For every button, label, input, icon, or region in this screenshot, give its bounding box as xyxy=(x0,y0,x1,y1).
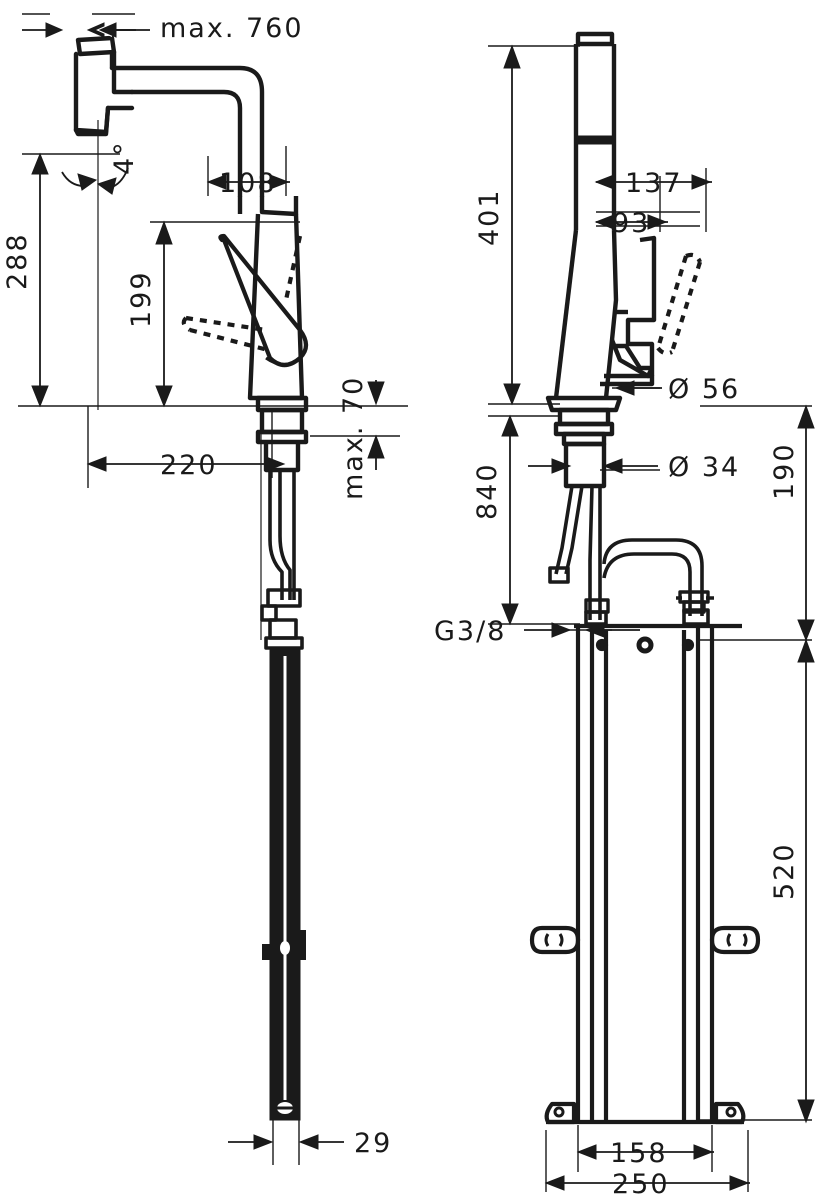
dim-label-108: 108 xyxy=(219,168,277,199)
dim-29 xyxy=(228,1134,344,1150)
dim-137 xyxy=(594,174,712,190)
dim-158 xyxy=(576,1144,714,1160)
dim-250 xyxy=(544,1175,750,1191)
front-view-hoses xyxy=(260,470,304,650)
front-view-body xyxy=(218,196,309,401)
handle-alt-positions xyxy=(181,235,303,353)
extension-lines xyxy=(18,13,812,1192)
dim-label-220: 220 xyxy=(160,450,218,481)
dim-label-max70: max. 70 xyxy=(338,376,369,500)
dim-label-190: 190 xyxy=(769,442,800,500)
dim-288 xyxy=(31,152,49,408)
front-view-deck-shank xyxy=(255,395,309,473)
dim-label-137: 137 xyxy=(625,168,683,199)
dim-label-angle4: 4° xyxy=(109,140,140,175)
dim-520 xyxy=(797,638,815,1124)
dim-label-250: 250 xyxy=(612,1169,670,1200)
dim-label-840: 840 xyxy=(472,462,503,520)
dim-220 xyxy=(86,456,286,472)
dim-label-93: 93 xyxy=(612,208,650,239)
dim-401 xyxy=(503,44,521,406)
dim-label-401: 401 xyxy=(474,188,505,246)
dim-dia56 xyxy=(614,380,662,396)
side-handle-alt xyxy=(655,252,703,356)
dim-108 xyxy=(206,174,290,190)
dim-label-288: 288 xyxy=(2,232,33,290)
dim-label-dia56: Ø 56 xyxy=(668,374,740,405)
dim-label-dia34: Ø 34 xyxy=(668,452,740,483)
side-view-deck xyxy=(545,395,623,489)
side-view-sbox xyxy=(529,623,761,1125)
side-view-connectors xyxy=(584,590,714,614)
dim-label-520: 520 xyxy=(769,842,800,900)
front-view-rod xyxy=(262,647,306,1121)
dim-label-max760: max. 760 xyxy=(160,13,304,44)
dim-label-158: 158 xyxy=(610,1138,668,1169)
dim-angle-4 xyxy=(61,167,129,195)
dim-label-g38: G3/8 xyxy=(434,616,506,647)
dim-93 xyxy=(594,214,668,230)
dim-max760 xyxy=(22,22,150,38)
side-view-sprayhead xyxy=(573,31,617,230)
dim-dia34 xyxy=(528,458,658,474)
side-view-body xyxy=(553,229,657,399)
dim-190 xyxy=(797,404,815,642)
dim-max70 xyxy=(367,380,385,470)
front-view-faucet xyxy=(73,35,265,199)
dim-label-199: 199 xyxy=(126,270,157,328)
dim-840 xyxy=(501,414,519,626)
dim-label-29: 29 xyxy=(354,1128,392,1159)
dim-g38 xyxy=(524,622,640,638)
dim-199 xyxy=(155,220,173,408)
